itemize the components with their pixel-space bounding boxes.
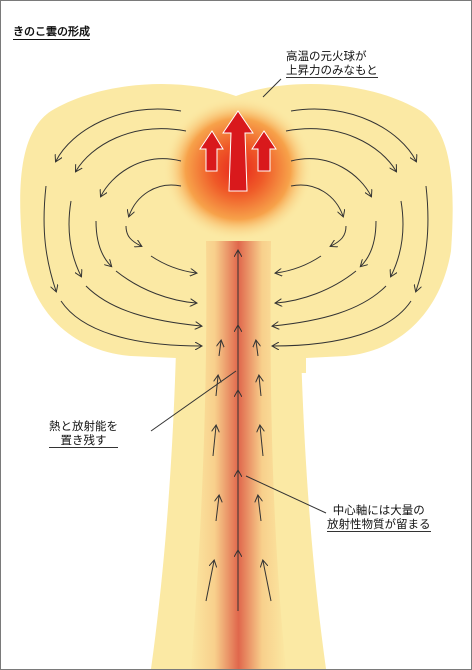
heat-annotation: 熱と放射能を 置き残す bbox=[49, 419, 118, 448]
axis-line-2: 放射性物質が留まる bbox=[327, 517, 431, 532]
fireball-annotation: 高温の元火球が 上昇力のみなもと bbox=[286, 49, 378, 78]
heat-line-1: 熱と放射能を bbox=[49, 419, 118, 433]
axis-annotation: 中心軸には大量の 放射性物質が留まる bbox=[327, 503, 431, 532]
axis-line-1: 中心軸には大量の bbox=[327, 503, 431, 517]
heat-line-2: 置き残す bbox=[49, 433, 118, 448]
diagram-title: きのこ雲の形成 bbox=[13, 25, 90, 40]
fireball-line-2: 上昇力のみなもと bbox=[286, 63, 378, 78]
fireball-line-1: 高温の元火球が bbox=[286, 49, 378, 63]
